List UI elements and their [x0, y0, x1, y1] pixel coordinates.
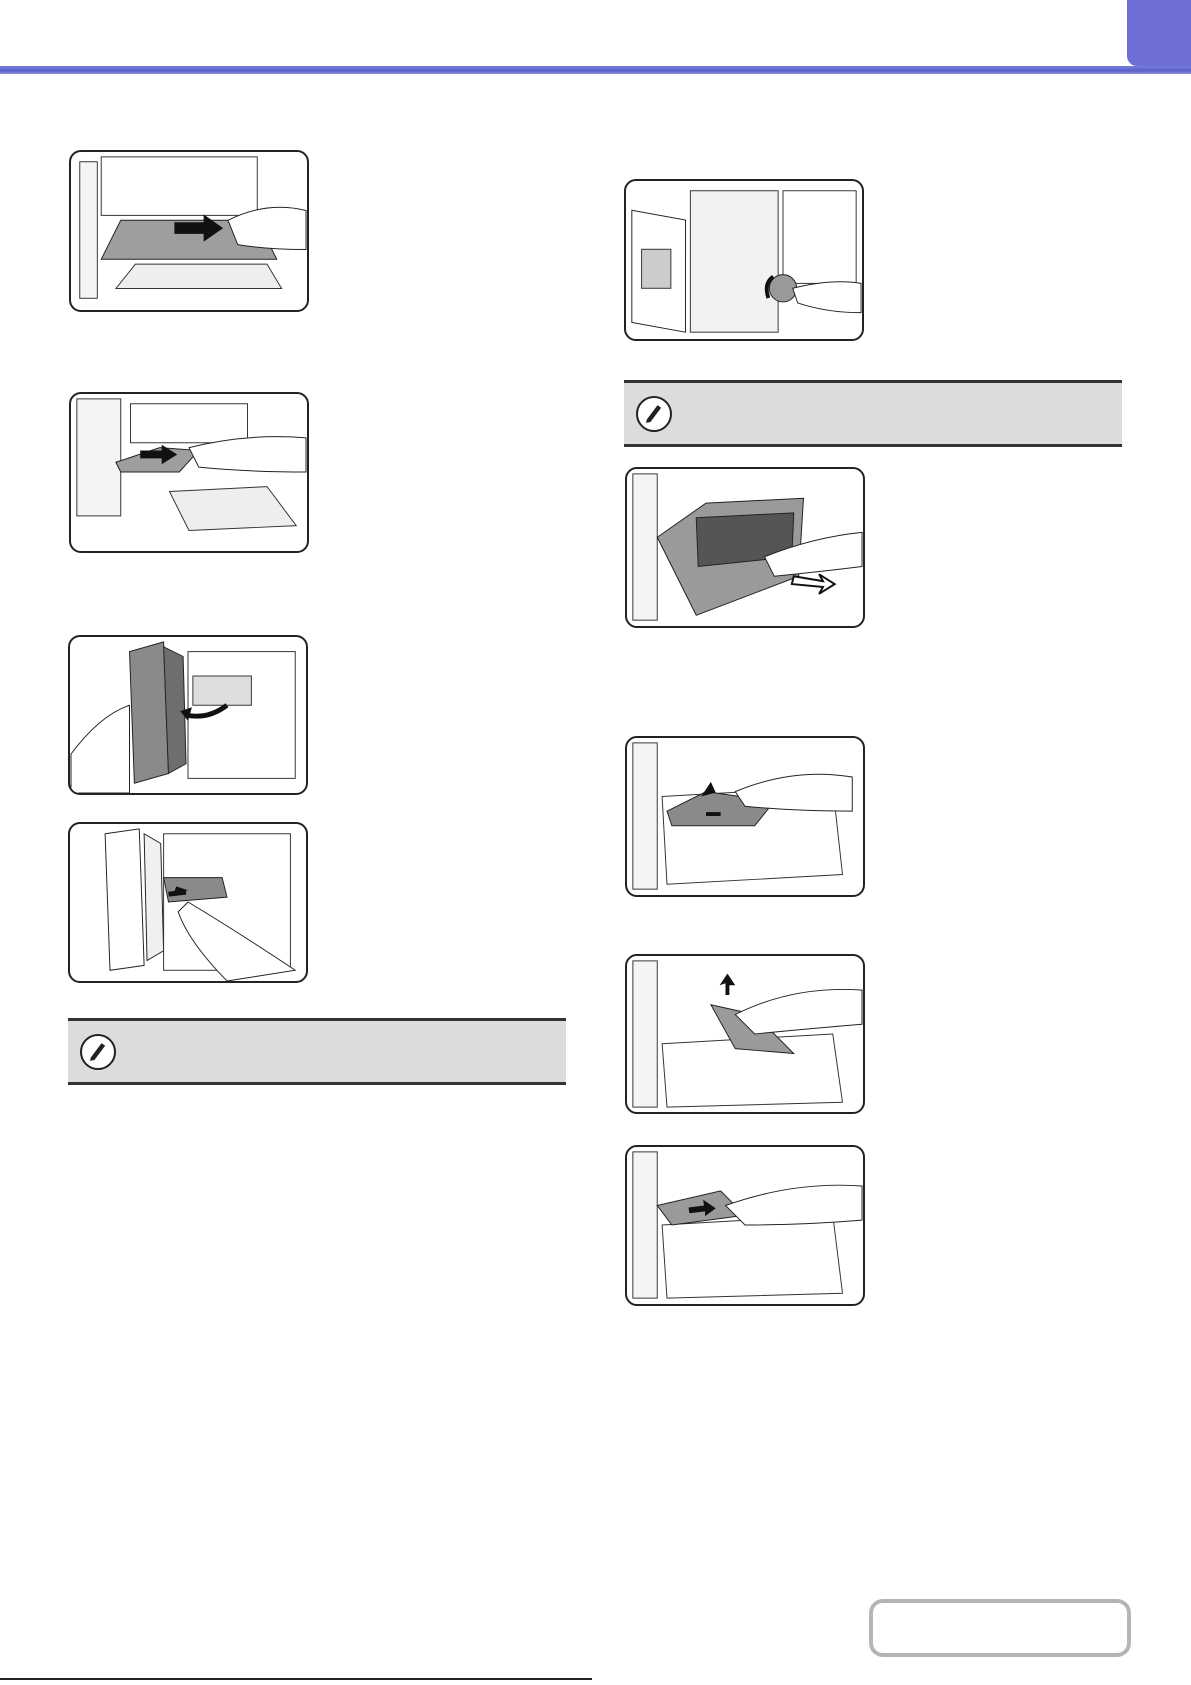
- illustration-side-cover-paper: [68, 822, 308, 983]
- illustration-fusing-knob: [624, 179, 864, 341]
- footer-rule: [0, 1678, 592, 1680]
- note-box: [624, 380, 1122, 447]
- illustration-bypass-tray-paper: [69, 150, 309, 312]
- note-icon: [80, 1034, 116, 1070]
- chapter-tab: [1127, 0, 1191, 66]
- page-nav-button[interactable]: [869, 1599, 1131, 1657]
- illustration-tray-paper-pull: [625, 1145, 865, 1306]
- illustration-tray-inner-cover: [625, 736, 865, 897]
- note-box: [68, 1018, 566, 1085]
- illustration-tray-pull-out: [625, 467, 865, 628]
- illustration-side-cover-open: [68, 635, 308, 795]
- illustration-tray-paper-lift: [625, 954, 865, 1114]
- header-bar: [0, 66, 1191, 74]
- illustration-bypass-misfeed: [69, 392, 309, 553]
- note-icon: [636, 396, 672, 432]
